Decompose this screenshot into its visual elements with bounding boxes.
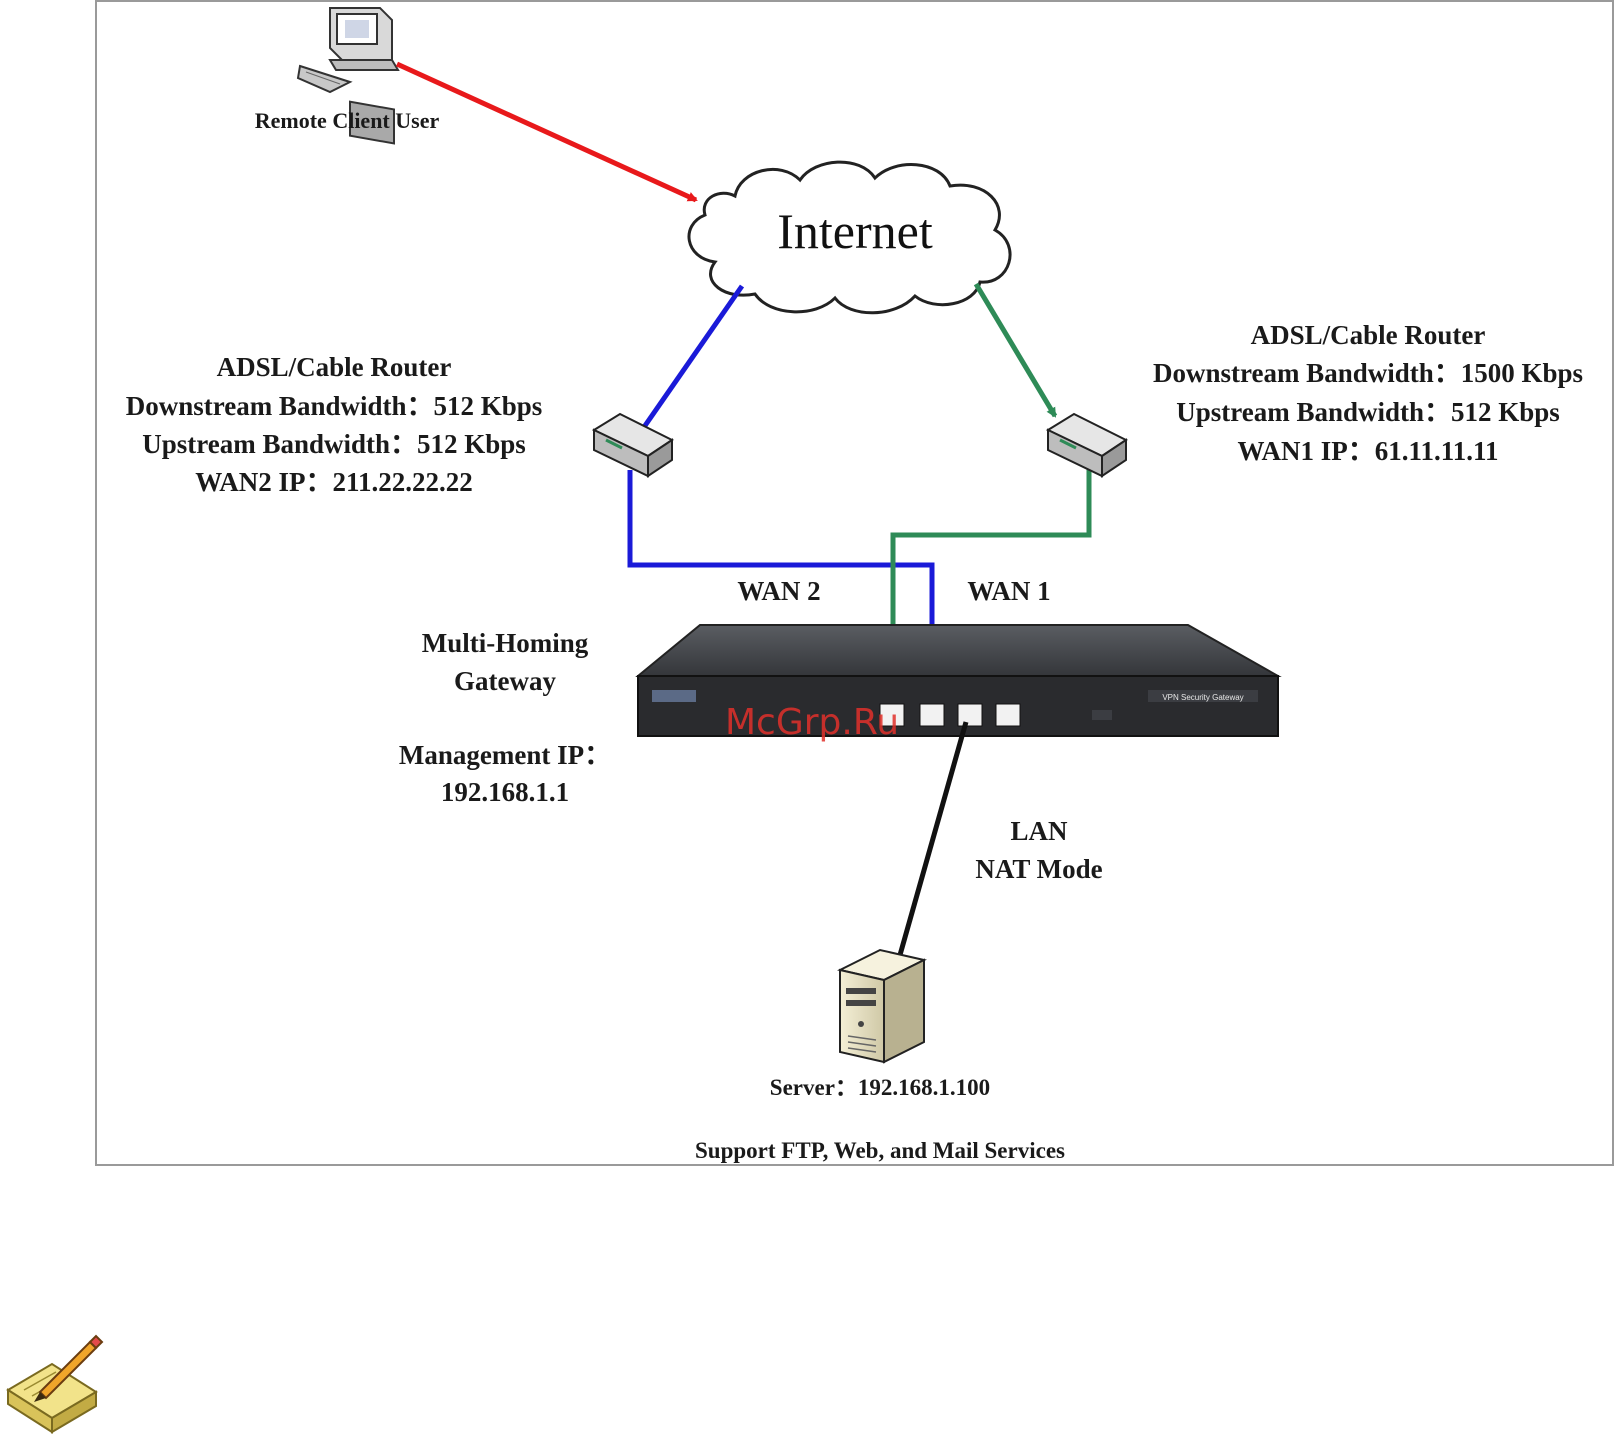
diagram-frame bbox=[95, 0, 1614, 1166]
server-icon bbox=[837, 948, 927, 1064]
gateway-label-line1: Multi-Homing bbox=[422, 628, 589, 658]
wan2-label: WAN 2 bbox=[737, 576, 820, 606]
left-router-downstream: Downstream Bandwidth：512 Kbps bbox=[126, 391, 543, 421]
right-router-upstream: Upstream Bandwidth：512 Kbps bbox=[1176, 397, 1560, 427]
left-router-upstream: Upstream Bandwidth：512 Kbps bbox=[142, 429, 526, 459]
note-pencil-icon bbox=[6, 1334, 104, 1434]
left-router-title: ADSL/Cable Router bbox=[217, 352, 452, 382]
right-router-downstream: Downstream Bandwidth：1500 Kbps bbox=[1153, 358, 1583, 388]
left-router-wan-ip: WAN2 IP：211.22.22.22 bbox=[195, 467, 473, 497]
remote-client-label: Remote Client User bbox=[255, 108, 440, 133]
internet-label: Internet bbox=[777, 203, 933, 259]
services-label: Support FTP, Web, and Mail Services bbox=[695, 1138, 1065, 1163]
management-ip-value: 192.168.1.1 bbox=[441, 777, 569, 807]
router-icon bbox=[1045, 412, 1128, 478]
router-icon bbox=[591, 412, 674, 478]
right-router-wan-ip: WAN1 IP：61.11.11.11 bbox=[1237, 436, 1498, 466]
lan-label-line2: NAT Mode bbox=[975, 854, 1102, 884]
management-ip-label: Management IP： bbox=[399, 740, 611, 770]
right-router-title: ADSL/Cable Router bbox=[1251, 320, 1486, 350]
wan1-cable bbox=[890, 468, 1092, 712]
cloud-icon bbox=[687, 160, 1012, 315]
gateway-device-icon: VPN Security Gateway bbox=[635, 624, 1282, 737]
watermark: McGrp.Ru bbox=[725, 702, 899, 743]
wan2-link bbox=[639, 284, 745, 432]
lan-label-line1: LAN bbox=[1010, 816, 1068, 846]
wan1-link-arrow bbox=[973, 282, 1058, 418]
lan-link bbox=[897, 721, 969, 956]
server-label: Server：192.168.1.100 bbox=[770, 1075, 990, 1100]
wan1-label: WAN 1 bbox=[967, 576, 1050, 606]
remote-link-arrow bbox=[395, 61, 698, 203]
gateway-front-text: VPN Security Gateway bbox=[1162, 693, 1243, 702]
computer-icon bbox=[296, 7, 400, 145]
gateway-label-line2: Gateway bbox=[454, 666, 556, 696]
